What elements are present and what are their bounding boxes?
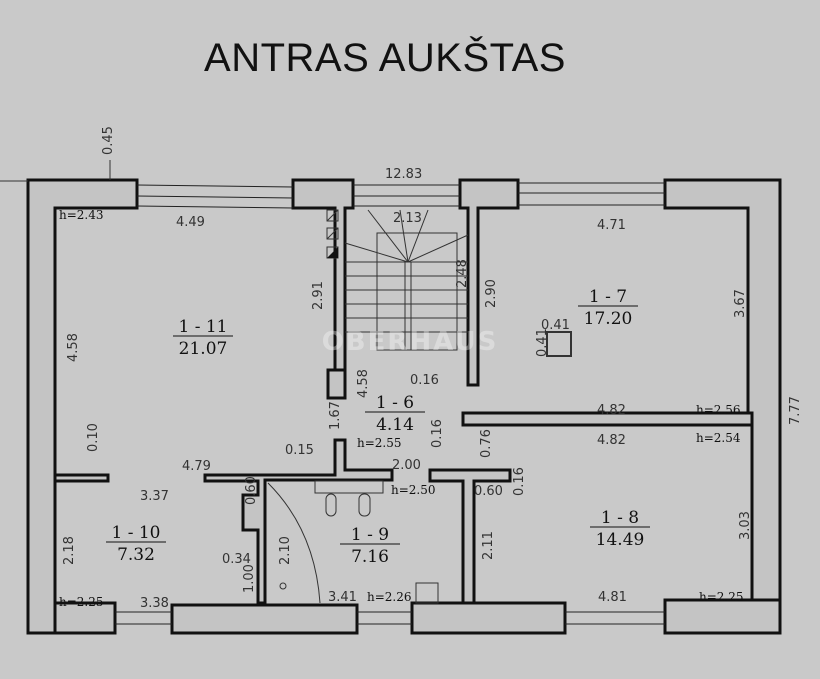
dimension-label: 0.15 [285,443,314,458]
watermark: OBERHAUS [322,327,499,357]
dimension-label: 3.67 [733,289,748,318]
dimension-label: 0.41 [541,318,570,333]
dimension-label: 0.10 [86,423,101,452]
dimension-label: 4.82 [597,433,626,448]
door-swing-icon [267,482,321,604]
ceiling-height-label: h=2.25 [59,595,104,609]
dimension-label: 2.91 [311,281,326,310]
dimension-label: 4.58 [356,369,371,398]
dimension-label: 0.34 [222,552,251,567]
toilet-icon [314,480,384,517]
windows [115,182,665,625]
ceiling-height-label: h=2.50 [391,483,436,497]
dimension-label: 3.37 [140,489,169,504]
room-area: 7.16 [351,547,389,567]
dimension-label: 1.00 [242,564,257,593]
ceiling-height-label: h=2.26 [367,590,412,604]
room-area: 14.49 [596,530,645,550]
dimension-label: 12.83 [385,167,422,182]
room-area: 4.14 [376,415,414,435]
dimension-label: 2.18 [62,536,77,565]
dimension-label: 2.11 [481,531,496,560]
ceiling-height-label: h=2.56 [696,403,741,417]
dimension-label: 0.45 [101,126,116,155]
ceiling-height-label: h=2.55 [357,436,402,450]
ceiling-height-label: h=2.25 [699,590,744,604]
room-number: 1 - 6 [376,393,414,413]
dimension-label: 4.49 [176,215,205,230]
dimension-label: 1.67 [328,401,343,430]
dimension-label: 2.10 [278,536,293,565]
dimension-label: 2.90 [484,279,499,308]
dimension-label: 0.76 [479,429,494,458]
drain-icon [279,582,287,590]
room-area: 21.07 [179,339,228,359]
room-area: 7.32 [117,545,155,565]
room-number: 1 - 10 [112,523,161,543]
dimension-label: 0.60 [474,484,503,499]
dimension-label: 0.60 [244,476,259,505]
dimension-label: 3.41 [328,590,357,605]
dimension-label: 4.58 [66,333,81,362]
dimension-label: 2.13 [393,211,422,226]
room-number: 1 - 8 [601,508,639,528]
dimension-label: 2.48 [455,259,470,288]
dimension-label: 0.16 [430,419,445,448]
dimension-label: 4.71 [597,218,626,233]
dimension-label: 4.79 [182,459,211,474]
floor-title: ANTRAS AUKŠTAS [204,36,566,80]
dimension-label: 0.41 [535,328,550,357]
ventilation-icon [326,209,339,259]
room-number: 1 - 9 [351,525,389,545]
dimension-label: 3.03 [738,511,753,540]
dimension-label: 0.16 [512,467,527,496]
dimension-label: 0.16 [410,373,439,388]
shower-icon [415,582,439,604]
dimension-label: 7.77 [788,396,803,425]
ceiling-height-label: h=2.54 [696,431,741,445]
dimension-label: 3.38 [140,596,169,611]
dimension-label: 4.82 [597,403,626,418]
ceiling-height-label: h=2.43 [59,208,104,222]
dimension-label: 2.00 [392,458,421,473]
room-number: 1 - 11 [179,317,228,337]
chimney-icon [546,331,572,357]
room-area: 17.20 [584,309,633,329]
dimension-label: 4.81 [598,590,627,605]
room-number: 1 - 7 [589,287,627,307]
staircase [344,209,469,351]
